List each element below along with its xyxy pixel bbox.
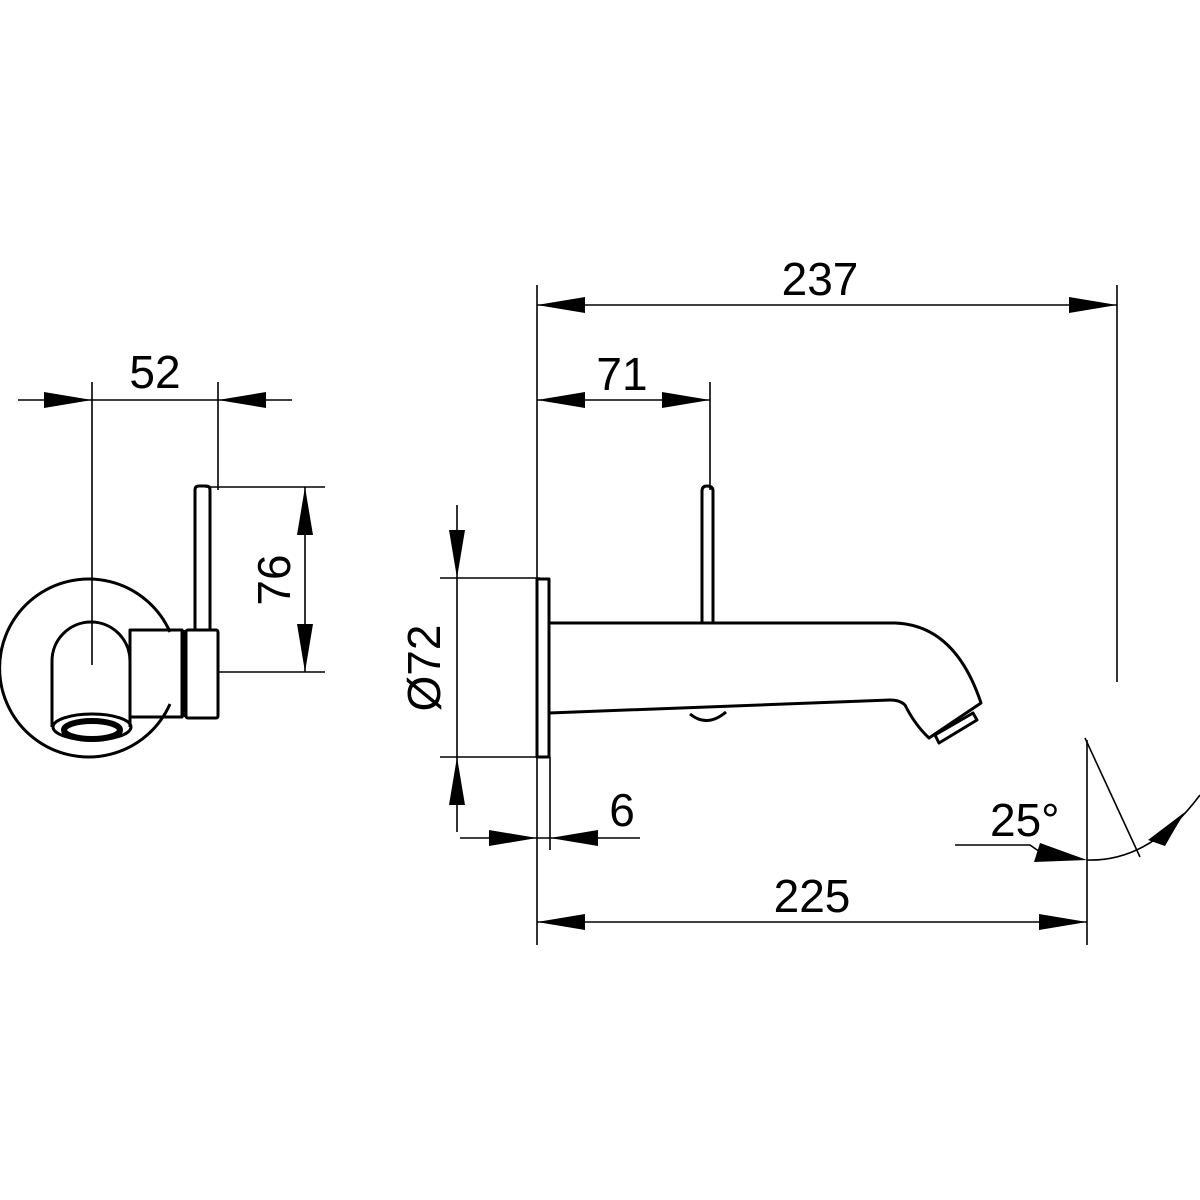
front-view: 237 71 Ø72 — [398, 253, 1200, 945]
dimension-label-71: 71 — [596, 348, 647, 400]
aerator-inner — [61, 718, 123, 742]
dimension-label-225: 225 — [774, 870, 851, 922]
spout-outline — [548, 621, 983, 740]
aerator — [933, 711, 979, 745]
dimension-52: 52 — [18, 346, 292, 665]
connector-band — [182, 630, 186, 717]
dimension-76: 76 — [205, 486, 325, 673]
dimension-angle-25: 25° — [955, 737, 1200, 945]
dimension-label-25-degrees: 25° — [990, 794, 1060, 846]
spout-bump — [689, 710, 727, 722]
dimension-diameter-72: Ø72 — [398, 505, 540, 832]
dimension-label-diameter-72: Ø72 — [398, 625, 450, 712]
lever-front — [700, 484, 715, 623]
side-view: 52 76 — [0, 346, 325, 759]
dimension-225: 225 — [537, 870, 1087, 930]
dimension-label-237: 237 — [782, 253, 859, 305]
dimension-71: 71 — [537, 348, 711, 490]
outlet-body — [50, 620, 132, 727]
connector-body — [128, 628, 184, 719]
mixer-block — [184, 628, 220, 720]
dimension-label-52: 52 — [129, 346, 180, 398]
dimension-label-76: 76 — [248, 554, 300, 605]
dimension-label-6: 6 — [609, 784, 635, 836]
escutcheon-plate — [535, 577, 551, 759]
dimension-6: 6 — [460, 757, 640, 850]
dimension-237: 237 — [536, 253, 1118, 945]
lever-side — [193, 484, 212, 630]
escutcheon-outline — [0, 577, 172, 759]
